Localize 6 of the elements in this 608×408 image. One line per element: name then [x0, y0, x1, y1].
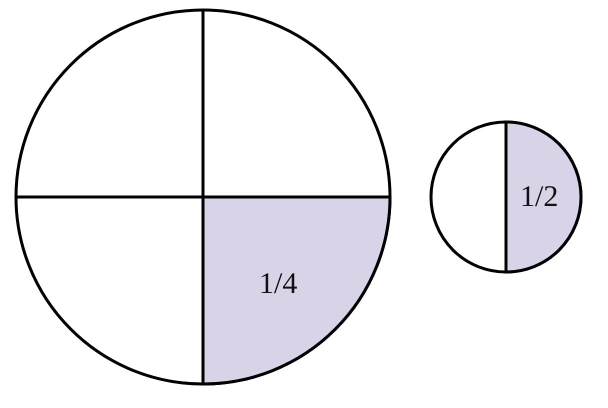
- fraction-circle: [431, 122, 581, 272]
- fraction-label: 1/2: [520, 180, 558, 214]
- fraction-label: 1/4: [259, 267, 298, 301]
- shaded-half: [506, 122, 581, 272]
- fraction-circle: [16, 10, 390, 384]
- shaded-quarter: [203, 197, 390, 384]
